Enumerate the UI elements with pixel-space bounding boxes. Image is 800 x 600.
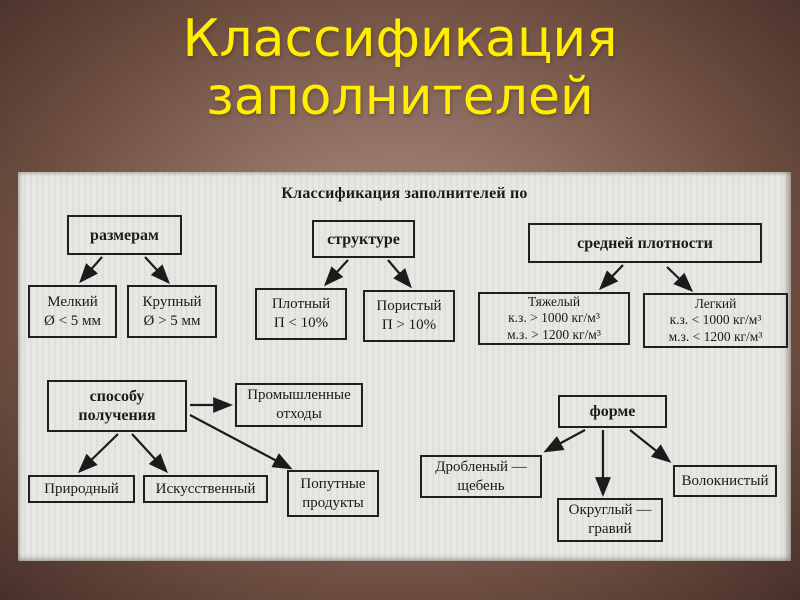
box-line: гравий	[588, 521, 632, 537]
leaf-box-natural: Природный	[28, 475, 135, 503]
diagram-heading: Классификация заполнителей по	[281, 185, 528, 202]
arrow-density-heavy	[598, 264, 624, 291]
category-box-shape: форме	[558, 395, 667, 428]
box-line: П > 10%	[381, 317, 437, 333]
box-line: Промышленные	[247, 387, 351, 403]
box-line: П < 10%	[273, 315, 329, 331]
box-line: способу	[89, 388, 145, 405]
box-line: Природный	[44, 480, 119, 497]
scanned-diagram-image: Классификация заполнителей по размерам М…	[18, 172, 791, 561]
box-line: Плотный	[271, 296, 331, 312]
arrow-method-natural	[77, 433, 119, 474]
arrow-shape-fibrous	[629, 429, 672, 463]
box-line: отходы	[276, 406, 322, 422]
box-line: Попутные	[300, 475, 366, 492]
box-line: Ø > 5 мм	[143, 312, 201, 329]
leaf-box-coarse: Крупный Ø > 5 мм	[127, 285, 217, 338]
leaf-box-rounded: Округлый — гравий	[557, 498, 663, 542]
arrow-structure-dense	[323, 259, 349, 287]
leaf-box-dense: Плотный П < 10%	[255, 288, 347, 340]
category-box-structure: структуре	[312, 220, 415, 258]
arrow-shape-crushed	[543, 429, 586, 453]
arrow-sizes-fine	[79, 256, 103, 284]
category-box-density: средней плотности	[528, 223, 762, 263]
slide-title-line-1: Классификация	[182, 9, 618, 69]
box-line: Ø < 5 мм	[43, 312, 102, 329]
leaf-box-fibrous: Волокнистый	[673, 465, 777, 497]
category-box-sizes: размерам	[67, 215, 182, 255]
box-line: щебень	[457, 477, 505, 494]
box-line: получения	[78, 407, 156, 424]
arrow-method-artificial	[131, 433, 169, 474]
box-line: к.з. > 1000 кг/м³	[508, 310, 600, 326]
box-line: Легкий	[694, 295, 737, 311]
leaf-box-light: Легкий к.з. < 1000 кг/м³ м.з. < 1200 кг/…	[643, 293, 788, 348]
leaf-box-fine: Мелкий Ø < 5 мм	[28, 285, 117, 338]
arrow-sizes-coarse	[144, 256, 171, 285]
box-line: Дробленый —	[435, 458, 527, 475]
box-label: форме	[589, 403, 636, 420]
box-line: продукты	[302, 494, 364, 511]
box-line: Округлый —	[568, 502, 652, 518]
arrow-structure-porous	[387, 259, 412, 289]
leaf-box-industrial-waste: Промышленные отходы	[235, 383, 363, 427]
category-box-method: способу получения	[47, 380, 187, 432]
box-label: размерам	[90, 226, 159, 244]
box-line: м.з. > 1200 кг/м³	[507, 326, 601, 342]
box-line: м.з. < 1200 кг/м³	[668, 328, 763, 344]
box-line: к.з. < 1000 кг/м³	[669, 312, 762, 328]
arrow-density-light	[666, 266, 694, 293]
box-label: структуре	[327, 230, 400, 248]
box-line: Крупный	[142, 293, 202, 310]
box-label: средней плотности	[577, 234, 713, 252]
leaf-box-heavy: Тяжелый к.з. > 1000 кг/м³ м.з. > 1200 кг…	[478, 292, 630, 345]
box-line: Пористый	[376, 298, 442, 314]
box-line: Мелкий	[47, 293, 98, 310]
leaf-box-porous: Пористый П > 10%	[363, 290, 455, 342]
leaf-box-crushed: Дробленый — щебень	[420, 455, 542, 498]
slide-title-line-2: заполнителей	[206, 67, 594, 127]
box-line: Волокнистый	[681, 472, 769, 489]
leaf-box-byproducts: Попутные продукты	[287, 470, 379, 517]
leaf-box-artificial: Искусственный	[143, 475, 268, 503]
box-line: Искусственный	[155, 480, 256, 497]
box-line: Тяжелый	[527, 293, 581, 309]
slide-title: Классификация заполнителей	[0, 10, 800, 126]
